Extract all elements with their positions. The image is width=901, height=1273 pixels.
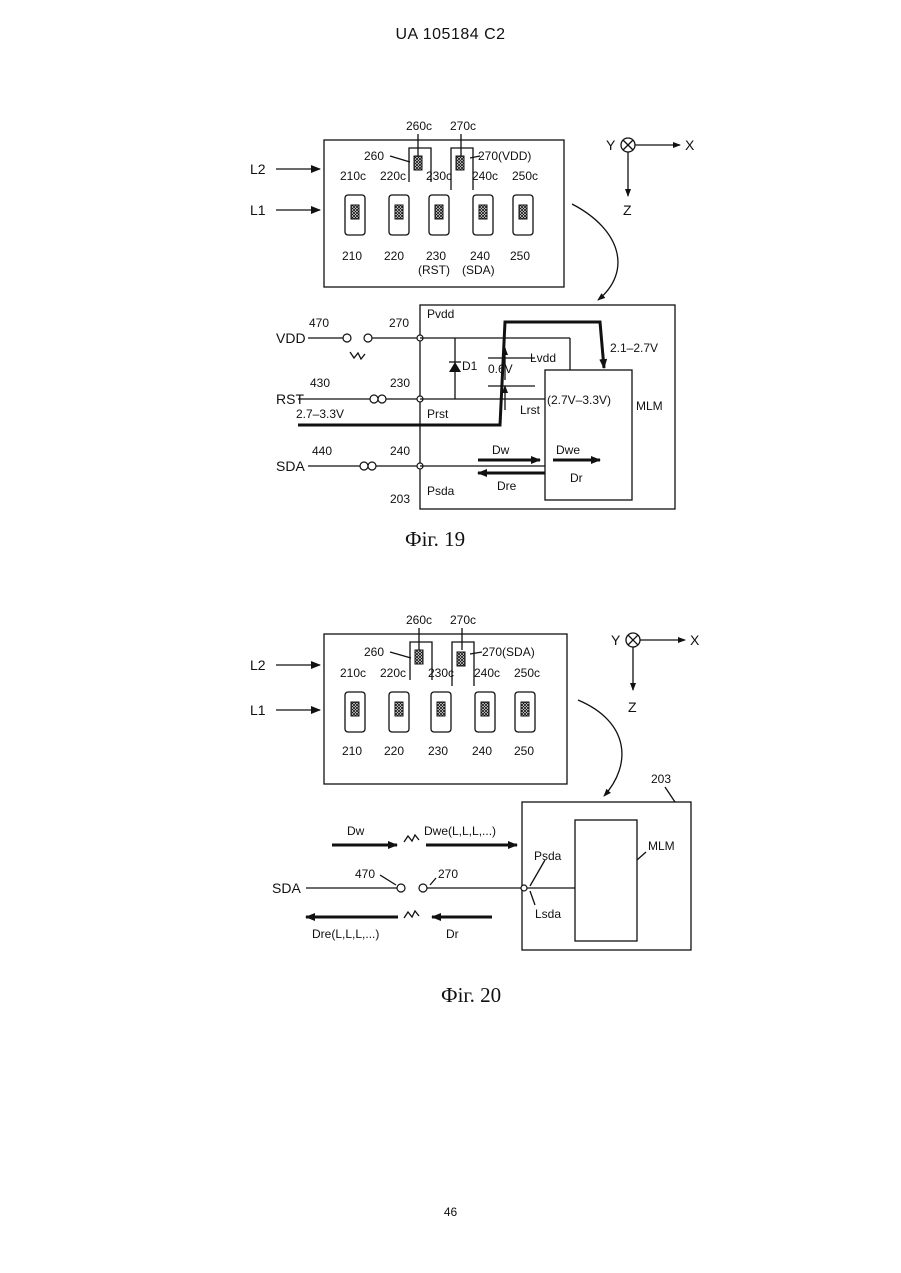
axis-x-label: X [685, 137, 695, 153]
pin-label: 250 [510, 249, 530, 263]
module-203-outline [522, 802, 691, 950]
signal-label: VDD [276, 330, 306, 346]
contact-label: 220c [380, 169, 406, 183]
layer-label-l2: L2 [250, 657, 266, 673]
port-label: Prst [427, 407, 449, 421]
axis-z-label: Z [623, 202, 632, 218]
signal-label: Dr [570, 471, 583, 485]
signal-label: Dwe(L,L,L,...) [424, 824, 496, 838]
board-pin-label: 230 [390, 376, 410, 390]
port-label: Psda [534, 849, 562, 863]
signal-label: Dr [446, 927, 459, 941]
axes-glyph [621, 138, 680, 196]
mlm-label: MLM [636, 399, 663, 413]
pin-sub-label: (RST) [418, 263, 450, 277]
pin-label: 220 [384, 744, 404, 758]
contact-label: 210c [340, 169, 366, 183]
contact-label: 250c [512, 169, 538, 183]
layer-label-l1: L1 [250, 702, 266, 718]
line-label: Lrst [520, 403, 541, 417]
pin-sub-label: (SDA) [462, 263, 495, 277]
pin-label: 210 [342, 744, 362, 758]
pin-label: 230 [426, 249, 446, 263]
contact-row [345, 195, 533, 235]
port-label: Psda [427, 484, 455, 498]
signal-label: SDA [272, 880, 301, 896]
voltage-label: 0.6V [488, 362, 513, 376]
board-pin-label: 240 [390, 444, 410, 458]
pin-label: 220 [384, 249, 404, 263]
signal-label: Dre [497, 479, 517, 493]
signal-label: Dw [347, 824, 365, 838]
contact-label: 230c [426, 169, 452, 183]
host-pin-label: 470 [309, 316, 329, 330]
host-pin-label: 440 [312, 444, 332, 458]
mlm-label: MLM [648, 839, 675, 853]
contact-label: 270c [450, 613, 476, 627]
contact-row [345, 692, 535, 732]
pin-label: 210 [342, 249, 362, 263]
contact-label: 240c [474, 666, 500, 680]
figure-caption: Фіг. 20 [441, 983, 501, 1007]
contact-label: 250c [514, 666, 540, 680]
contact-label: 240c [472, 169, 498, 183]
contact-label: 270c [450, 119, 476, 133]
contact-label: 260c [406, 613, 432, 627]
voltage-label: 2.7–3.3V [296, 407, 344, 421]
page-number: 46 [0, 1205, 901, 1219]
ref-label: 203 [651, 772, 671, 786]
contact-label: 260c [406, 119, 432, 133]
mlm-block [545, 370, 632, 500]
host-pin-label: 430 [310, 376, 330, 390]
signal-label: Dre(L,L,L,...) [312, 927, 379, 941]
layer-label-l2: L2 [250, 161, 266, 177]
pin-label: 250 [514, 744, 534, 758]
pin-label: 240 [470, 249, 490, 263]
pin-label: 260 [364, 645, 384, 659]
board-pin-label: 270 [438, 867, 458, 881]
mlm-block [575, 820, 637, 941]
signal-label: Dwe [556, 443, 580, 457]
axes-glyph [626, 633, 685, 690]
diode-label: D1 [462, 359, 478, 373]
pin-label: 260 [364, 149, 384, 163]
figure-caption: Фіг. 19 [405, 527, 465, 551]
voltage-range-label: 2.1–2.7V [610, 341, 658, 355]
pin-label: 240 [472, 744, 492, 758]
signal-label: Dw [492, 443, 510, 457]
pin-label: 270(VDD) [478, 149, 531, 163]
axis-x-label: X [690, 632, 700, 648]
signal-label: SDA [276, 458, 305, 474]
axis-z-label: Z [628, 699, 637, 715]
contact-label: 220c [380, 666, 406, 680]
contact-label: 210c [340, 666, 366, 680]
pin-label: 270(SDA) [482, 645, 535, 659]
axis-y-label: Y [611, 632, 621, 648]
figure-19: L2 L1 260c 270c 260 270(VDD) 210c 220c 2… [250, 119, 695, 551]
axis-y-label: Y [606, 137, 616, 153]
contact-label: 230c [428, 666, 454, 680]
board-pin-label: 270 [389, 316, 409, 330]
voltage-range-label: (2.7V–3.3V) [547, 393, 611, 407]
signal-label: RST [276, 391, 304, 407]
curved-arrow [578, 700, 622, 796]
ref-label: 203 [390, 492, 410, 506]
host-pin-label: 470 [355, 867, 375, 881]
line-label: Lvdd [530, 351, 556, 365]
layer-label-l1: L1 [250, 202, 266, 218]
port-label: Pvdd [427, 307, 454, 321]
curved-arrow [572, 204, 618, 300]
line-label: Lsda [535, 907, 561, 921]
figure-20: L2 L1 260c 270c 260 270(SDA) 210c 220c 2… [250, 613, 700, 1007]
pin-label: 230 [428, 744, 448, 758]
